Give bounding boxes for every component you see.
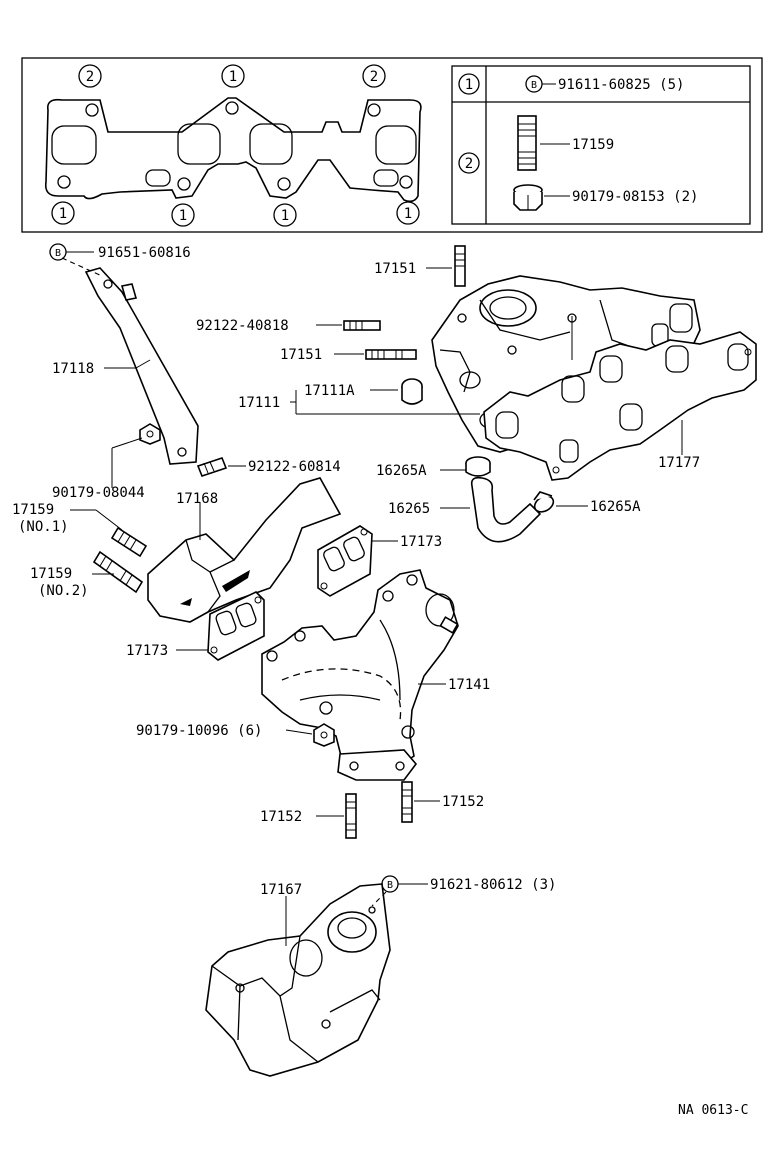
gasket-marker-bottom-1: 1 [51,201,75,225]
clamp-16265A-left [465,456,491,477]
gasket-marker-top-2: 1 [221,64,245,88]
callout-17177: 17177 [658,455,700,471]
bolt-mark-b: B [55,248,61,259]
callout-90179-08044: 90179-08044 [52,485,145,501]
gasket-outline [44,97,422,203]
callout-91621-80612: 91621-80612 (3) [430,877,556,893]
gasket-17177 [483,331,757,481]
marker-label: 1 [229,69,237,85]
callout-17173-left: 17173 [126,643,168,659]
stud-92122-40818 [343,320,381,331]
legend-part-90179-08153: 90179-08153 (2) [572,189,698,205]
legend-key-2: 2 [465,156,473,172]
callout-16265A-right: 16265A [590,499,641,515]
stud-17151-mid [365,349,417,360]
exhaust-manifold-17141 [261,569,459,781]
marker-label: 2 [86,69,94,85]
callout-17173-right: 17173 [400,534,442,550]
callout-91651-60816: 91651-60816 [98,245,191,261]
callout-17141: 17141 [448,677,490,693]
bracket-17118 [84,267,199,465]
figure-code: NA 0613-C [678,1103,748,1118]
nut-90179-10096 [313,723,335,747]
callout-17152-right: 17152 [442,794,484,810]
flange-nut-icon [513,184,543,211]
marker-label: 1 [404,206,412,222]
gasket-marker-bottom-3: 1 [273,203,297,227]
callout-17159-no2: 17159 [30,566,72,582]
callout-17151-top: 17151 [374,261,416,277]
marker-label: 2 [370,69,378,85]
stud-17159-no1 [110,526,148,558]
nut-90179-08044 [139,423,161,445]
stud-17152-left [345,793,357,839]
gasket-marker-top-1: 2 [78,64,102,88]
stud-17152-right [401,781,413,823]
marker-label: 1 [59,206,67,222]
callout-17118: 17118 [52,361,94,377]
stud-icon [517,115,537,171]
callout-17159-no2-sub: (NO.2) [38,583,89,599]
marker-label: 1 [281,208,289,224]
heat-insulator-17168 [147,477,342,623]
stud-17159-no2 [92,550,144,594]
legend-table: 1 B 91611-60825 (5) 2 17159 [451,65,751,225]
gasket-marker-bottom-4: 1 [396,201,420,225]
gasket-marker-bottom-2: 1 [171,203,195,227]
callout-17159-no1: 17159 [12,502,54,518]
legend-bolt-mark: B [531,80,537,91]
plug-17111A [401,378,423,405]
clamp-16265A-right [533,491,555,513]
callout-17151-mid: 17151 [280,347,322,363]
callout-16265: 16265 [388,501,430,517]
callout-90179-10096: 90179-10096 (6) [136,723,262,739]
gasket-17173-right [317,525,373,597]
stud-92122-60814 [196,457,228,477]
gasket-17173-left [207,591,265,661]
callout-17168: 17168 [176,491,218,507]
legend-part-17159: 17159 [572,137,614,153]
heat-insulator-17167 [205,883,391,1077]
hose-16265 [470,476,542,543]
legend-part-91611: 91611-60825 (5) [558,77,684,93]
gasket-marker-top-3: 2 [362,64,386,88]
callout-17111: 17111 [238,395,280,411]
bolt-mark-b-91621: B [387,880,393,891]
callout-92122-60814: 92122-60814 [248,459,341,475]
gasket-inset-panel: 2 1 2 1 1 1 1 [21,57,763,233]
marker-label: 1 [179,208,187,224]
callout-17152-left: 17152 [260,809,302,825]
legend-key-1: 1 [465,77,473,93]
callout-16265A-left: 16265A [376,463,427,479]
stud-17151-top [454,245,466,287]
callout-17159-no1-sub: (NO.1) [18,519,69,535]
callout-17167: 17167 [260,882,302,898]
callout-17111A: 17111A [304,383,355,399]
callout-92122-40818: 92122-40818 [196,318,289,334]
